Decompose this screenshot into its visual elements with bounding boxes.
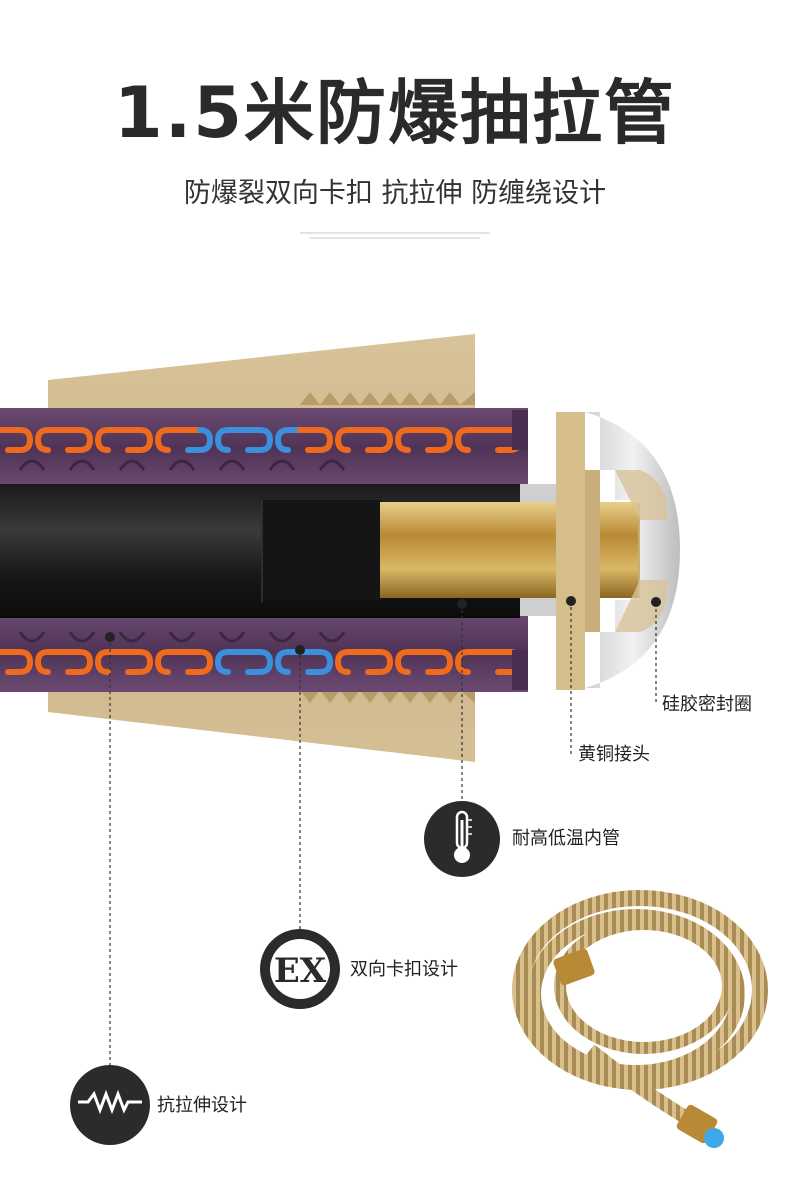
thread-teeth-top — [300, 392, 475, 405]
tube-end-ring-top — [512, 410, 528, 450]
page-title: 1.5米防爆抽拉管 — [113, 72, 676, 154]
page-subtitle: 防爆裂双向卡扣 抗拉伸 防缠绕设计 — [183, 178, 607, 209]
zigzag-wave-icon — [70, 1065, 150, 1145]
callout-silicone-ring: 硅胶密封圈 — [662, 694, 752, 715]
tube-ridges — [18, 459, 346, 643]
thread-teeth-bottom — [300, 690, 475, 703]
tube-end-ring-bottom — [512, 650, 528, 690]
black-hose-step — [262, 500, 382, 600]
ex-badge-text: EX — [274, 951, 327, 991]
brass-fitting-flange — [556, 412, 585, 690]
callout-anti-stretch: 抗拉伸设计 — [157, 1095, 247, 1116]
callout-dots — [105, 596, 661, 655]
ex-badge-icon: EX — [260, 929, 340, 1009]
callout-leader-lines — [109, 601, 657, 1070]
callout-inner-tube: 耐高低温内管 — [512, 828, 620, 849]
silver-band-bottom — [520, 598, 556, 616]
callout-brass-fitting: 黄铜接头 — [578, 744, 650, 765]
interlock-clip-top — [0, 427, 524, 453]
fine-print-decoration — [300, 232, 490, 244]
silver-band-top — [520, 484, 556, 502]
thermometer-icon — [424, 801, 500, 877]
coiled-hose-image — [512, 890, 768, 1148]
callout-double-lock: 双向卡扣设计 — [350, 959, 458, 980]
